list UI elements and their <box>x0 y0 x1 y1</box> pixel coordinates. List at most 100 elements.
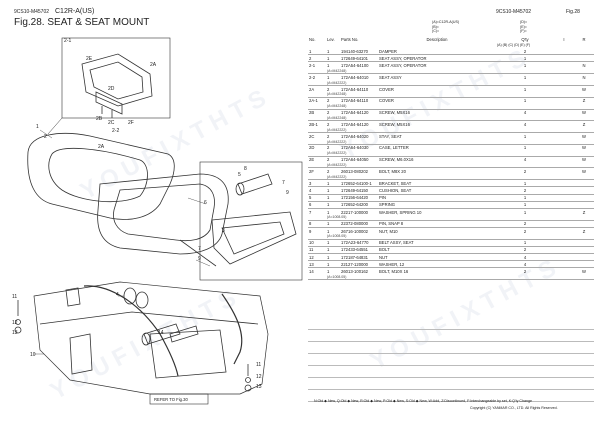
inset-box-bracket <box>199 161 303 281</box>
row-qty: 4 <box>523 110 527 116</box>
callout-label: 2E <box>86 56 93 62</box>
row-level: 2 <box>327 145 330 151</box>
row-part-no: 172A54-64110 <box>341 98 369 104</box>
figure-number: Fig.28 <box>566 9 580 15</box>
row-qty: 1 <box>496 194 554 202</box>
serial-note-row: (A<M42248) <box>308 103 594 110</box>
row-number: 11 <box>308 246 326 255</box>
pin-shape <box>143 323 181 345</box>
row-part-no: 22372-080000 <box>340 220 378 228</box>
serial-note: (A<M42222) <box>326 127 594 134</box>
serial-note-row: (A<1008.05) <box>308 234 594 240</box>
row-description: BOLT <box>378 246 496 255</box>
row-level: 1 <box>326 246 340 255</box>
row-part-no: 172A64-64020 <box>341 133 369 139</box>
row-qty: 1 <box>496 201 554 209</box>
row-description: CUSHION, SEAT <box>378 186 496 195</box>
row-description: STAY, SEAT <box>379 133 402 139</box>
serial-note: (A<1008.05) <box>326 215 594 221</box>
row-level: 2 <box>327 98 330 104</box>
row-qty: 2 <box>523 269 527 275</box>
serial-note: (A<M42248) <box>326 103 594 110</box>
seat-cushion-shape <box>97 173 229 255</box>
col-header-desc: Description <box>426 36 448 42</box>
row-number: 2B <box>309 110 315 116</box>
row-qty: 1 <box>523 62 527 68</box>
row-level: 2 <box>327 157 330 163</box>
serial-note: (A<M42248) <box>326 115 594 122</box>
callout-label: 6 <box>204 200 207 206</box>
row-number: 4 <box>308 186 326 195</box>
callout-label: 12 <box>256 374 262 380</box>
row-level: 1 <box>327 228 330 234</box>
row-part-no: 26013-100162 <box>341 269 369 275</box>
callout-label: 2A <box>98 144 105 150</box>
serial-note-row: (A<M42248) <box>308 68 594 75</box>
callout-label: 2D <box>108 86 115 92</box>
row-status <box>574 48 594 56</box>
row-description: SCREW, M6.0X16 <box>379 157 414 163</box>
row-part-no: 172649-64101 <box>340 54 378 63</box>
row-number: 2F <box>309 169 314 174</box>
row-status <box>574 186 594 195</box>
frame-detail <box>69 333 93 375</box>
model-code: C12R-A(US) <box>55 8 95 15</box>
serial-note-row: (A<M42222) <box>308 174 594 181</box>
legend-a: (A)=C12R-A(US) <box>432 20 460 24</box>
row-qty: 2 <box>496 186 554 195</box>
callout-label: 2-2 <box>112 128 119 134</box>
seat-cover-inner <box>89 61 144 100</box>
row-level: 1 <box>326 48 340 56</box>
row-part-no: 172A23-64770 <box>340 239 378 247</box>
row-status: Z <box>582 121 586 127</box>
callout-label: 11 <box>12 294 17 300</box>
row-status <box>574 54 594 63</box>
blank-table-rules <box>308 318 594 402</box>
pin-5-shape <box>237 173 273 195</box>
row-status <box>574 260 594 269</box>
row-number: 13 <box>308 260 326 269</box>
row-description: BOLT, M8X 20 <box>379 169 406 174</box>
callout-label: 2B <box>96 116 103 122</box>
model-legend-right: (D)= (E)= (F)= <box>520 20 527 34</box>
washer-13 <box>244 384 252 392</box>
pin-5-end <box>235 182 245 196</box>
row-description: BELT ASSY, SEAT <box>378 239 496 247</box>
row-qty: 1 <box>523 209 527 215</box>
callout-label: 12 <box>12 320 18 326</box>
row-part-no: 22217-100000 <box>341 209 369 215</box>
callout-label: 1 <box>36 124 39 130</box>
row-level: 1 <box>326 54 340 63</box>
row-i <box>554 156 574 163</box>
row-description: PIN, SNAP 8 <box>378 220 496 228</box>
row-i <box>554 186 574 195</box>
qty-subheader: (A) (B) (C) (D) (E) (F) <box>497 43 531 47</box>
row-status: W <box>582 157 586 163</box>
row-level: 1 <box>326 179 340 188</box>
row-qty: 2 <box>496 246 554 255</box>
row-qty: 4 <box>523 121 527 127</box>
row-qty: 1 <box>496 179 554 188</box>
page-title: Fig.28. SEAT & SEAT MOUNT <box>14 17 150 28</box>
row-level: 1 <box>326 239 340 247</box>
refer-box <box>149 393 209 405</box>
row-number: 14 <box>309 269 314 275</box>
row-description: SPRING <box>378 201 496 209</box>
col-header-qty: Q'ty <box>521 36 529 42</box>
row-status <box>574 239 594 247</box>
row-description: COVER <box>379 86 394 92</box>
row-i <box>554 179 574 188</box>
row-i <box>554 168 574 175</box>
row-i <box>554 54 574 63</box>
frame-ridge <box>39 311 259 325</box>
legend-c: (C)= <box>432 29 440 34</box>
serial-note-row: (A<M42222) <box>308 139 594 145</box>
